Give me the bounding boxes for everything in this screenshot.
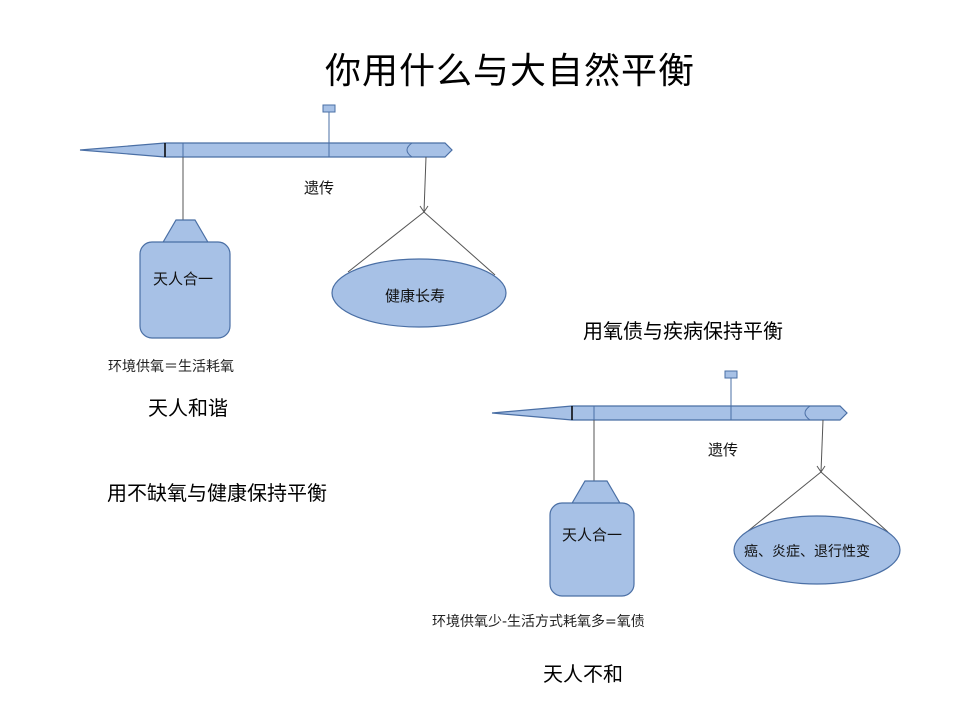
left-heading: 用不缺氧与健康保持平衡 (107, 481, 327, 505)
page-title: 你用什么与大自然平衡 (325, 51, 696, 92)
right-weight-label: 天人合一 (562, 526, 623, 544)
right-pointer-tip (724, 370, 738, 379)
right-caption: 天人不和 (543, 662, 623, 686)
left-weight-neck (160, 219, 211, 245)
right-pan-string-r (820, 471, 889, 533)
right-pan-string-l (747, 471, 822, 532)
right-fulcrum-label: 遗传 (708, 441, 739, 459)
right-beam-end (804, 405, 811, 421)
left-equation: 环境供氧＝生活耗氧 (108, 359, 234, 375)
left-caption: 天人和谐 (148, 396, 228, 420)
left-scale (79, 104, 507, 339)
left-pan-string-l (347, 211, 425, 273)
left-weight-label: 天人合一 (153, 270, 214, 288)
right-pan-label: 癌、炎症、退行性变 (744, 544, 870, 560)
left-pan-string-r (423, 211, 496, 276)
left-pan-label: 健康长寿 (385, 287, 446, 305)
right-equation: 环境供氧少-生活方式耗氧多=氧债 (432, 614, 645, 630)
left-beam (79, 142, 453, 158)
right-pan-hanger (820, 419, 824, 473)
left-pointer-tip (322, 104, 336, 113)
left-weight-body (139, 241, 231, 339)
left-beam-end (406, 142, 413, 158)
left-pan-hanger (423, 156, 427, 213)
right-weight-body (549, 502, 635, 597)
right-beam (491, 405, 848, 421)
right-pan (733, 515, 901, 585)
right-heading: 用氧债与疾病保持平衡 (583, 319, 783, 343)
right-scale (491, 370, 901, 597)
left-pan (331, 258, 507, 328)
left-fulcrum-label: 遗传 (304, 179, 335, 197)
right-weight-neck (569, 480, 623, 506)
